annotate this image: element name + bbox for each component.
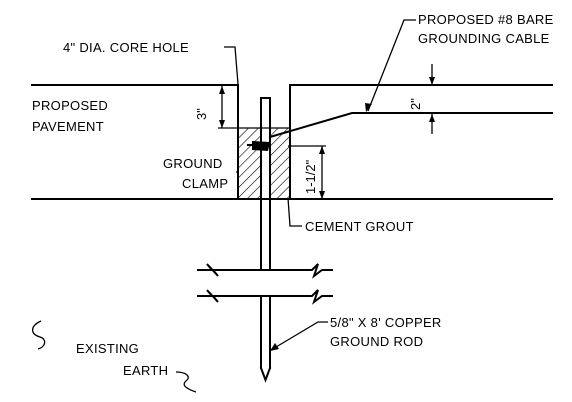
label-clamp-line2: CLAMP [182, 176, 228, 191]
earth-symbols [31, 320, 197, 393]
dim-2in-text: 2" [408, 98, 423, 110]
dim-clamp-arrow-top [319, 146, 325, 154]
break-line-lower [197, 289, 333, 305]
grout-fill-left [239, 128, 261, 198]
break-line-upper [197, 263, 333, 279]
labels: 4" DIA. CORE HOLE PROPOSED #8 BARE GROUN… [32, 12, 554, 378]
dim-3in-text: 3" [194, 108, 209, 120]
label-earth-line1: EXISTING [76, 341, 139, 356]
leader-rod [270, 321, 328, 351]
grounding-cable [247, 112, 553, 151]
label-grout: CEMENT GROUT [305, 219, 414, 234]
label-cable-line1: PROPOSED #8 BARE [418, 12, 554, 27]
leader-rod-arrow [270, 343, 279, 351]
label-pavement-line1: PROPOSED [32, 98, 108, 113]
rod-tip [259, 366, 272, 383]
label-core-hole: 4" DIA. CORE HOLE [63, 40, 189, 55]
leader-grout [287, 197, 302, 227]
label-clamp-line1: GROUND [163, 156, 223, 171]
label-rod-line2: GROUND ROD [330, 334, 423, 349]
label-cable-line2: GROUNDING CABLE [418, 31, 550, 46]
dim-clamp: 1-1/2" [288, 145, 326, 199]
pavement [31, 84, 553, 200]
break-lines [197, 263, 333, 305]
earth-squiggle-left [31, 320, 46, 350]
label-pavement-line2: PAVEMENT [32, 119, 104, 134]
label-rod-line1: 5/8" X 8' COPPER [330, 315, 442, 330]
cable-upper-line [268, 112, 553, 139]
leader-cable-arrow [365, 103, 372, 112]
label-earth-line2: EARTH [123, 363, 168, 378]
leader-cable [367, 19, 416, 112]
dim-3in: 3" [194, 86, 238, 129]
dim-3in-arrow-bottom [219, 120, 225, 128]
grout-fill-right [270, 128, 289, 198]
dim-clamp-text: 1-1/2" [303, 159, 318, 194]
ground-clamp-shape [252, 141, 270, 151]
dim-clamp-arrow-bottom [319, 191, 325, 199]
earth-squiggle-right [175, 371, 197, 393]
dim-2in-arrow-bottom [429, 114, 435, 122]
leaders [224, 19, 416, 351]
dim-3in-arrow-top [219, 86, 225, 94]
dim-2in: 2" [408, 64, 435, 134]
dim-2in-arrow-top [429, 77, 435, 85]
leader-core-hole [224, 46, 239, 85]
ground-rod [259, 97, 272, 383]
